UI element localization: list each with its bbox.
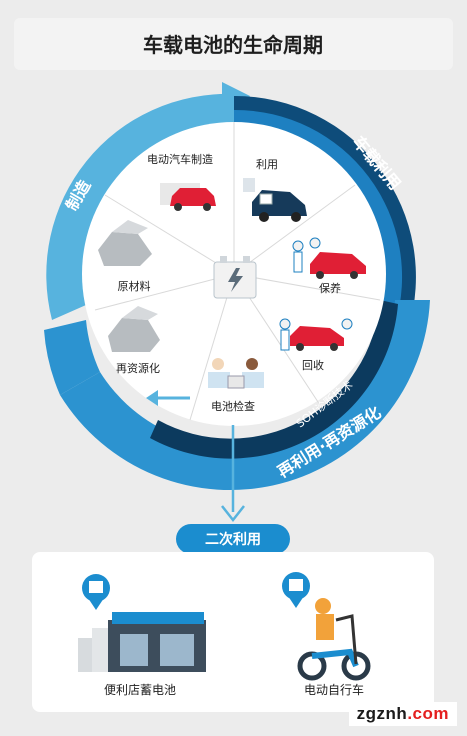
down-arrowhead bbox=[221, 505, 245, 523]
maintenance-illustration bbox=[292, 237, 366, 279]
segment-collection: 回收 bbox=[302, 358, 324, 372]
page-title: 车载电池的生命周期 bbox=[143, 33, 323, 57]
segment-use: 利用 bbox=[256, 158, 278, 171]
battery-inspection-illustration bbox=[208, 358, 264, 389]
segment-battery-inspection: 电池检查 bbox=[211, 399, 255, 413]
ev-use-illustration bbox=[243, 178, 307, 222]
soh-band bbox=[150, 300, 398, 459]
spokes bbox=[94, 122, 381, 421]
secondary-use-pill bbox=[176, 524, 290, 554]
title-band bbox=[14, 18, 453, 70]
reuse-arc-tail bbox=[44, 320, 100, 395]
convenience-store-illustration bbox=[78, 574, 206, 672]
ev-factory-illustration bbox=[160, 183, 216, 211]
segment-raw-materials: 原材料 bbox=[118, 279, 151, 293]
segment-ev-manufacturing: 电动汽车制造 bbox=[147, 152, 213, 166]
segment-recycling: 再资源化 bbox=[116, 361, 160, 375]
manufacture-arc bbox=[46, 93, 235, 321]
secondary-item-store: 便利店蓄电池 bbox=[104, 683, 176, 697]
secondary-use-label: 二次利用 bbox=[205, 531, 261, 548]
collection-illustration bbox=[279, 318, 353, 351]
recycle-arrowhead bbox=[146, 390, 158, 406]
segment-maintenance: 保养 bbox=[319, 281, 341, 295]
recycling-stones-illustration bbox=[108, 306, 160, 352]
battery-icon bbox=[213, 256, 257, 299]
raw-materials-stones-illustration bbox=[98, 220, 152, 266]
reuse-arc bbox=[60, 300, 430, 491]
watermark: zgznh.com bbox=[348, 702, 457, 726]
secondary-item-ebike: 电动自行车 bbox=[304, 682, 364, 697]
electric-bike-illustration bbox=[282, 572, 371, 681]
